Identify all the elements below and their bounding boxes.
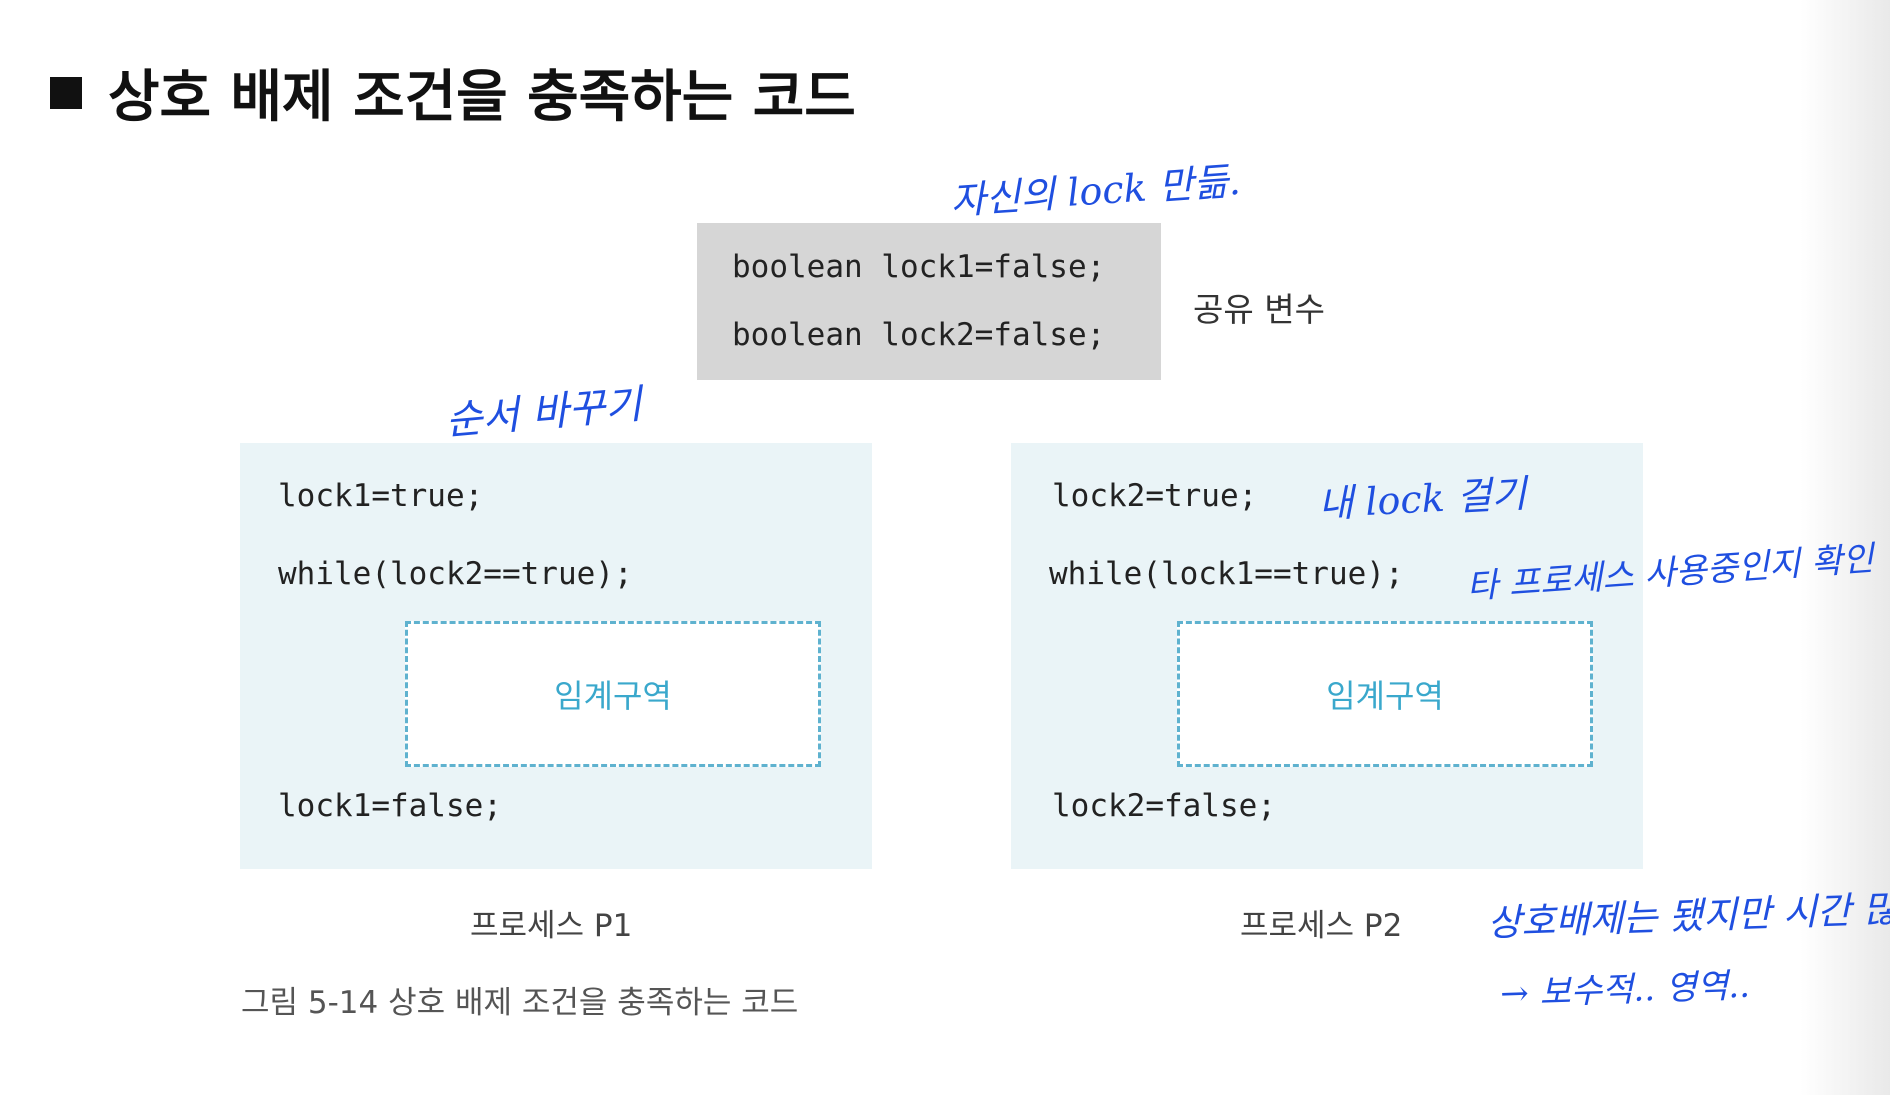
annotation-own-lock: 자신의 lock 만듦. xyxy=(949,158,1242,224)
p1-line-3: lock1=false; xyxy=(278,788,502,824)
p2-critical-label: 임계구역 xyxy=(1326,677,1444,715)
shared-line-1: boolean lock1=false; xyxy=(732,249,1106,285)
page-heading: 상호 배제 조건을 충족하는 코드 xyxy=(50,52,856,133)
figure-caption: 그림 5-14 상호 배제 조건을 충족하는 코드 xyxy=(241,985,799,1021)
heading-text: 상호 배제 조건을 충족하는 코드 xyxy=(108,65,856,130)
p2-line-2: while(lock1==true); xyxy=(1049,556,1404,592)
annotation-my-lock: 내 lock 걸기 xyxy=(1317,471,1528,527)
process-p2-box: lock2=true; while(lock1==true); 임계구역 loc… xyxy=(1011,443,1643,869)
p2-line-1: lock2=true; xyxy=(1052,478,1258,514)
process-p1-caption: 프로세스 P1 xyxy=(470,908,633,944)
shared-variables-box: boolean lock1=false; boolean lock2=false… xyxy=(697,223,1161,380)
p1-critical-label: 임계구역 xyxy=(554,677,672,715)
shared-variables-label: 공유 변수 xyxy=(1193,290,1325,329)
p1-line-2: while(lock2==true); xyxy=(278,556,633,592)
p2-critical-section: 임계구역 xyxy=(1177,621,1593,767)
p1-line-1: lock1=true; xyxy=(278,478,484,514)
annotation-swap-order: 순서 바꾸기 xyxy=(443,381,644,445)
process-p1-box: lock1=true; while(lock2==true); 임계구역 loc… xyxy=(240,443,872,869)
right-edge-shade xyxy=(1800,0,1890,1095)
annotation-conservative: → 보수적.. 영역.. xyxy=(1499,965,1751,1015)
shared-line-2: boolean lock2=false; xyxy=(732,317,1106,353)
p2-line-3: lock2=false; xyxy=(1052,788,1276,824)
p1-critical-section: 임계구역 xyxy=(405,621,821,767)
black-square-icon xyxy=(50,76,82,109)
process-p2-caption: 프로세스 P2 xyxy=(1240,908,1403,944)
